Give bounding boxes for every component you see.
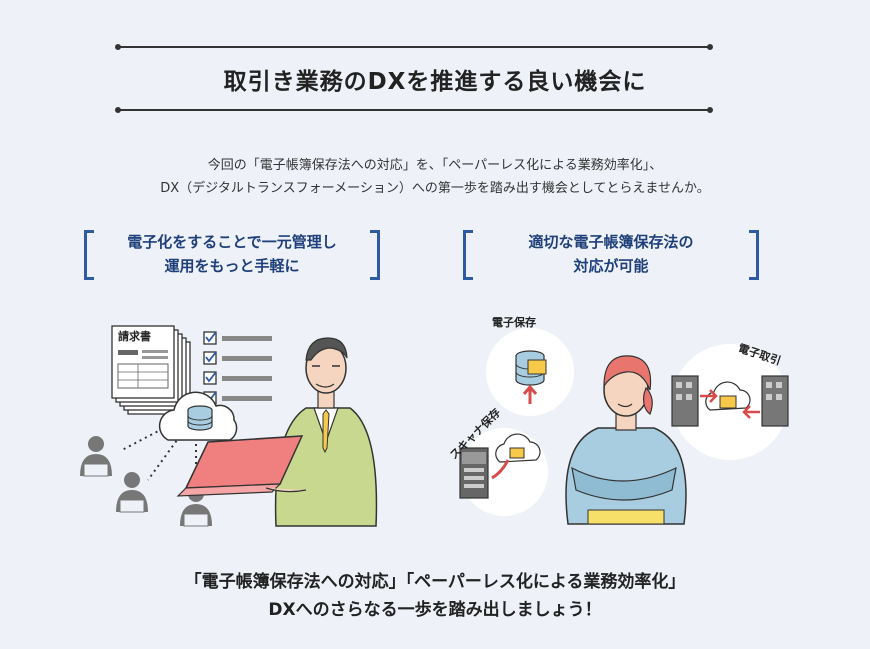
closing-line-1: 「電子帳簿保存法への対応」「ペーパーレス化による業務効率化」 [184,572,686,592]
intro-line-1: 今回の「電子帳簿保存法への対応」を、「ペーパーレス化による業務効率化」、 [207,158,663,173]
user-icon [116,472,148,513]
feature-centralized-management: 電子化をすることで一元管理し 運用をもっと手軽に [84,230,380,280]
woman-illustration [565,355,687,525]
top-divider [115,44,713,50]
businessman-illustration [274,337,378,527]
feature-2-line-1: 適切な電子帳簿保存法の [528,233,694,251]
invoice-label: 請求書 [118,329,151,343]
intro-line-2: DX（デジタルトランスフォーメーション）への第一歩を踏み出す機会としてとらえませ… [160,181,710,196]
centralized-management-illustration: 請求書 [80,325,378,527]
closing-line-2: DXへのさらなる一歩を踏み出しましょう！ [268,600,602,620]
checklist-icon [203,331,272,405]
bracket-left-icon [463,230,473,280]
feature-law-compliance: 適切な電子帳簿保存法の 対応が可能 [463,230,759,280]
user-icon [80,436,112,477]
cloud-database-icon [158,391,238,441]
intro-text: 今回の「電子帳簿保存法への対応」を、「ペーパーレス化による業務効率化」、 DX（… [0,154,870,200]
feature-1-line-2: 運用をもっと手軽に [164,257,300,275]
closing-message: 「電子帳簿保存法への対応」「ペーパーレス化による業務効率化」 DXへのさらなる一… [0,568,870,624]
bottom-divider [115,107,713,113]
feature-2-line-2: 対応が可能 [573,257,649,275]
scanner-storage-icon [459,428,548,516]
invoice-stack-icon: 請求書 [111,325,191,415]
connection-lines [121,425,197,488]
bracket-right-icon [370,230,380,280]
bracket-right-icon [749,230,759,280]
electronic-storage-icon [486,328,574,416]
compliance-illustration: 電子保存 スキャナ保存 電子取引 [447,315,789,525]
page-heading: 取引き業務のDXを推進する良い機会に [223,69,647,95]
feature-1-line-1: 電子化をすることで一元管理し [127,233,337,251]
label-electronic-storage: 電子保存 [492,315,536,329]
electronic-transaction-icon [671,344,789,460]
laptop-icon [176,435,307,497]
bracket-left-icon [84,230,94,280]
